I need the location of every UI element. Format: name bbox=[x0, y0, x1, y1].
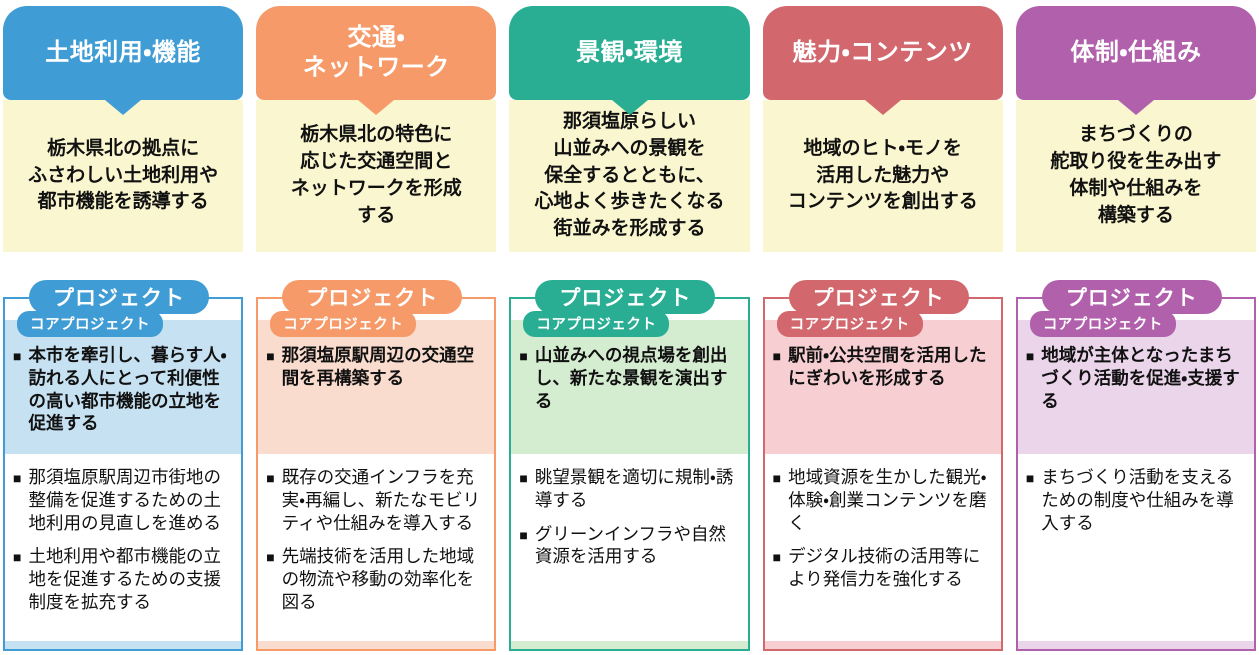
bullet-square-icon: ■ bbox=[13, 549, 22, 566]
core-project-section: コアプロジェクト ■ 地域が主体となったまちづくり活動を促進・支援する bbox=[1017, 311, 1255, 454]
column-attraction-contents: 魅力・コンテンツ 地域のヒト・モノを 活用した魅力や コンテンツを創出する プロ… bbox=[762, 6, 1003, 651]
bottom-accent-strip bbox=[5, 641, 242, 649]
bullet-square-icon: ■ bbox=[519, 470, 528, 486]
project-box: コアプロジェクト ■ 地域が主体となったまちづくり活動を促進・支援する ■ まち… bbox=[1015, 297, 1257, 651]
bottom-accent-strip bbox=[1017, 641, 1255, 649]
project-pill: プロジェクト bbox=[788, 280, 969, 314]
project-item-text: 既存の交通インフラを充実・再編し、新たなモビリティや仕組みを導入する bbox=[281, 467, 481, 533]
category-description: 栃木県北の特色に 応じた交通空間と ネットワークを形成 する bbox=[256, 100, 497, 252]
core-project-item-text: 本市を牽引し、暮らす人・訪れる人にとって利便性の高い都市機能の立地を促進する bbox=[28, 345, 227, 434]
core-project-tag: コアプロジェクト bbox=[17, 311, 163, 337]
category-description: 地域のヒト・モノを 活用した魅力や コンテンツを創出する bbox=[762, 100, 1003, 252]
bottom-accent-strip bbox=[511, 641, 748, 649]
bullet-square-icon: ■ bbox=[1025, 348, 1035, 364]
project-pill: プロジェクト bbox=[535, 280, 716, 314]
bullet-square-icon: ■ bbox=[13, 348, 22, 364]
category-description: まちづくりの 舵取り役を生み出す 体制や仕組みを 構築する bbox=[1015, 100, 1257, 252]
category-header: 景観・環境 bbox=[509, 6, 750, 100]
core-project-item: ■ 那須塩原駅周辺の交通空間を再構築する bbox=[266, 344, 486, 390]
project-item: ■ 先端技術を活用した地域の物流や移動の効率化を図る bbox=[266, 545, 486, 613]
project-item-text: 先端技術を活用した地域の物流や移動の効率化を図る bbox=[281, 546, 475, 612]
project-item: ■ 既存の交通インフラを充実・再編し、新たなモビリティや仕組みを導入する bbox=[266, 466, 486, 534]
category-header: 魅力・コンテンツ bbox=[762, 6, 1003, 100]
core-project-item: ■ 山並みへの視点場を創出し、新たな景観を演出する bbox=[519, 344, 739, 412]
project-item: ■ グリーンインフラや自然資源を活用する bbox=[519, 523, 739, 569]
header-arrow-notch-icon bbox=[358, 100, 395, 115]
column-transport-network: 交通・ ネットワーク 栃木県北の特色に 応じた交通空間と ネットワークを形成 す… bbox=[256, 6, 497, 651]
project-box: コアプロジェクト ■ 那須塩原駅周辺の交通空間を再構築する ■ 既存の交通インフ… bbox=[256, 297, 497, 651]
project-items-section: ■ 那須塩原駅周辺市街地の整備を促進するための土地利用の見直しを進める ■ 土地… bbox=[5, 454, 241, 641]
project-items-section: ■ 既存の交通インフラを充実・再編し、新たなモビリティや仕組みを導入する ■ 先… bbox=[258, 454, 494, 641]
core-project-tag: コアプロジェクト bbox=[523, 311, 670, 337]
core-project-item-text: 那須塩原駅周辺の交通空間を再構築する bbox=[281, 345, 475, 388]
category-header-wrap: 土地利用・機能 bbox=[3, 6, 244, 115]
category-header: 土地利用・機能 bbox=[3, 6, 244, 100]
project-item-text: デジタル技術の活用等により発信力を強化する bbox=[788, 546, 981, 589]
core-project-item: ■ 地域が主体となったまちづくり活動を促進・支援する bbox=[1026, 344, 1246, 412]
bullet-square-icon: ■ bbox=[772, 348, 782, 364]
header-arrow-notch-icon bbox=[105, 100, 142, 115]
project-item-text: 地域資源を生かした観光・体験・創業コンテンツを磨く bbox=[788, 467, 987, 533]
core-project-section: コアプロジェクト ■ 本市を牽引し、暮らす人・訪れる人にとって利便性の高い都市機… bbox=[5, 311, 242, 454]
header-arrow-notch-icon bbox=[611, 100, 648, 115]
project-item: ■ 眺望景観を適切に規制・誘導する bbox=[519, 466, 739, 512]
bullet-square-icon: ■ bbox=[266, 549, 275, 566]
category-header: 交通・ ネットワーク bbox=[256, 6, 497, 100]
bottom-accent-strip bbox=[764, 641, 1001, 649]
project-item: ■ 土地利用や都市機能の立地を促進するための支援制度を拡充する bbox=[13, 545, 233, 613]
column-landscape-environment: 景観・環境 那須塩原らしい 山並みへの景観を 保全するとともに、 心地よく歩きた… bbox=[509, 6, 750, 651]
bullet-square-icon: ■ bbox=[519, 526, 528, 543]
project-item-text: 眺望景観を適切に規制・誘導する bbox=[534, 467, 734, 510]
project-item-text: グリーンインフラや自然資源を活用する bbox=[534, 523, 726, 567]
project-item: ■ 地域資源を生かした観光・体験・創業コンテンツを磨く bbox=[773, 466, 993, 534]
bullet-square-icon: ■ bbox=[772, 470, 782, 486]
category-header-wrap: 体制・仕組み bbox=[1015, 6, 1257, 115]
bullet-square-icon: ■ bbox=[266, 470, 275, 486]
project-items-section: ■ 眺望景観を適切に規制・誘導する ■ グリーンインフラや自然資源を活用する bbox=[511, 454, 747, 641]
bullet-square-icon: ■ bbox=[772, 549, 782, 566]
core-project-tag: コアプロジェクト bbox=[1029, 311, 1176, 337]
category-description: 栃木県北の拠点に ふさわしい土地利用や 都市機能を誘導する bbox=[3, 100, 244, 252]
core-project-section: コアプロジェクト ■ 駅前・公共空間を活用したにぎわいを形成する bbox=[764, 311, 1001, 454]
project-box: コアプロジェクト ■ 山並みへの視点場を創出し、新たな景観を演出する ■ 眺望景… bbox=[509, 297, 750, 651]
bullet-square-icon: ■ bbox=[13, 470, 22, 486]
bullet-square-icon: ■ bbox=[519, 348, 528, 364]
project-item: ■ 那須塩原駅周辺市街地の整備を促進するための土地利用の見直しを進める bbox=[13, 466, 233, 534]
column-land-use-function: 土地利用・機能 栃木県北の拠点に ふさわしい土地利用や 都市機能を誘導する プロ… bbox=[3, 6, 244, 651]
core-project-item: ■ 駅前・公共空間を活用したにぎわいを形成する bbox=[773, 344, 993, 390]
bullet-square-icon: ■ bbox=[1025, 470, 1035, 486]
core-project-item: ■ 本市を牽引し、暮らす人・訪れる人にとって利便性の高い都市機能の立地を促進する bbox=[13, 344, 233, 435]
project-item: ■ デジタル技術の活用等により発信力を強化する bbox=[773, 545, 993, 591]
bottom-accent-strip bbox=[258, 641, 495, 649]
project-items-section: ■ 地域資源を生かした観光・体験・創業コンテンツを磨く ■ デジタル技術の活用等… bbox=[765, 454, 1001, 641]
column-system-framework: 体制・仕組み まちづくりの 舵取り役を生み出す 体制や仕組みを 構築する プロジ… bbox=[1015, 6, 1257, 651]
project-box: コアプロジェクト ■ 駅前・公共空間を活用したにぎわいを形成する ■ 地域資源を… bbox=[762, 297, 1003, 651]
core-project-tag: コアプロジェクト bbox=[776, 311, 923, 337]
project-pill: プロジェクト bbox=[282, 280, 463, 314]
core-project-item-text: 山並みへの視点場を創出し、新たな景観を演出する bbox=[534, 345, 728, 411]
project-item-text: 土地利用や都市機能の立地を促進するための支援制度を拡充する bbox=[28, 546, 221, 612]
category-header-wrap: 交通・ ネットワーク bbox=[256, 6, 497, 115]
header-arrow-notch-icon bbox=[864, 100, 901, 115]
project-item: ■ まちづくり活動を支えるための制度や仕組みを導入する bbox=[1026, 466, 1246, 534]
project-item-text: 那須塩原駅周辺市街地の整備を促進するための土地利用の見直しを進める bbox=[28, 467, 221, 533]
category-description: 那須塩原らしい 山並みへの景観を 保全するとともに、 心地よく歩きたくなる 街並… bbox=[509, 100, 750, 252]
core-project-item-text: 地域が主体となったまちづくり活動を促進・支援する bbox=[1041, 345, 1240, 411]
core-project-section: コアプロジェクト ■ 那須塩原駅周辺の交通空間を再構築する bbox=[258, 311, 495, 454]
bullet-square-icon: ■ bbox=[266, 348, 275, 364]
project-pill: プロジェクト bbox=[29, 280, 209, 314]
project-box: コアプロジェクト ■ 本市を牽引し、暮らす人・訪れる人にとって利便性の高い都市機… bbox=[3, 297, 244, 651]
core-project-section: コアプロジェクト ■ 山並みへの視点場を創出し、新たな景観を演出する bbox=[511, 311, 748, 454]
category-header: 体制・仕組み bbox=[1015, 6, 1257, 100]
project-items-section: ■ まちづくり活動を支えるための制度や仕組みを導入する bbox=[1018, 454, 1254, 641]
header-arrow-notch-icon bbox=[1117, 100, 1154, 115]
core-project-tag: コアプロジェクト bbox=[270, 311, 417, 337]
category-header-wrap: 景観・環境 bbox=[509, 6, 750, 115]
category-header-wrap: 魅力・コンテンツ bbox=[762, 6, 1003, 115]
project-item-text: まちづくり活動を支えるための制度や仕組みを導入する bbox=[1041, 467, 1234, 533]
project-pill: プロジェクト bbox=[1041, 280, 1222, 314]
core-project-item-text: 駅前・公共空間を活用したにぎわいを形成する bbox=[788, 345, 987, 388]
